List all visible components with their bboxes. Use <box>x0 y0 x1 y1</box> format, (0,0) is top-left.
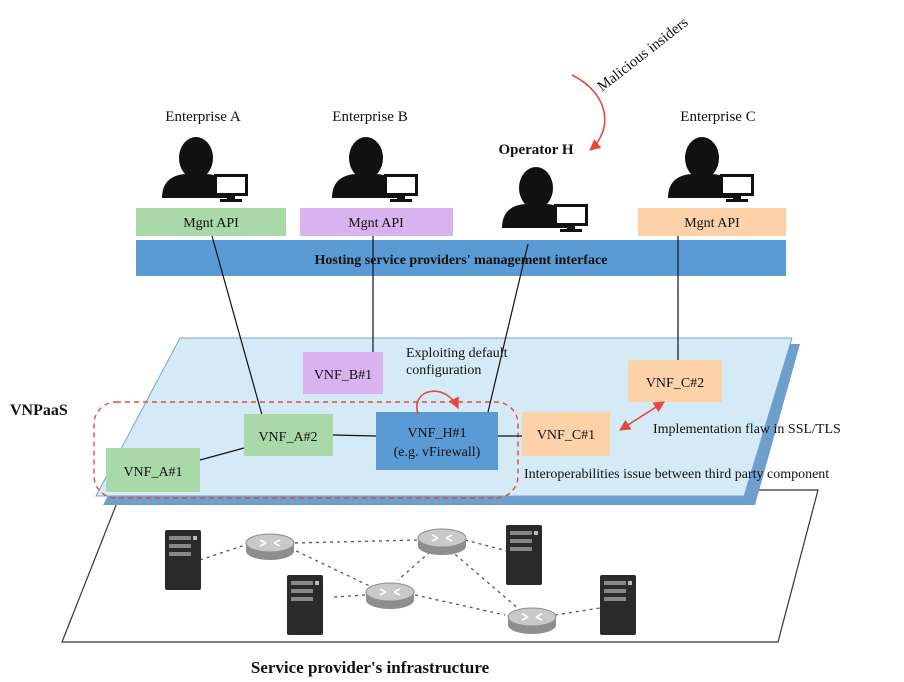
enterprise-c-user-icon <box>668 137 754 202</box>
server-icon <box>506 525 542 585</box>
vnf-a2-label: VNF_A#2 <box>258 430 317 445</box>
vnf-h1-sublabel: (e.g. vFirewall) <box>394 445 481 460</box>
server-icon <box>287 575 323 635</box>
exploit-annotation-line1: Exploiting default <box>406 346 508 361</box>
vnf-h1-label: VNF_H#1 <box>407 426 466 441</box>
ssl-flaw-annotation: Implementation flaw in SSL/TLS <box>653 422 841 437</box>
interop-annotation: Interoperabilities issue between third p… <box>524 467 829 482</box>
enterprise-b-user-icon <box>332 137 418 202</box>
vnf-h1-box <box>376 412 498 470</box>
router-icon <box>507 607 557 635</box>
exploit-arrow <box>416 390 459 415</box>
enterprise-a-user-icon <box>162 137 248 202</box>
operator-h-label: Operator H <box>498 142 573 158</box>
api-box-a <box>136 208 286 236</box>
vnf-a1-box <box>106 448 200 492</box>
api-label-c: Mgnt API <box>684 216 740 231</box>
malicious-insiders-arrow <box>571 74 606 151</box>
exploit-annotation-line2: configuration <box>406 363 481 378</box>
router-icon <box>417 528 467 556</box>
vnf-c2-box <box>628 360 722 402</box>
enterprise-c-label: Enterprise C <box>680 109 755 125</box>
infrastructure-label: Service provider's infrastructure <box>251 658 490 677</box>
server-icon <box>600 575 636 635</box>
vnf-b1-label: VNF_B#1 <box>314 368 372 383</box>
api-box-b <box>300 208 453 236</box>
connector-lines <box>199 235 679 461</box>
vnf-a2-box <box>244 414 333 456</box>
router-icon <box>365 582 415 610</box>
malicious-insiders-label: Malicious insiders <box>595 14 692 95</box>
vnf-c2-label: VNF_C#2 <box>646 376 704 391</box>
vnf-b1-box <box>303 352 383 394</box>
router-icon <box>245 533 295 561</box>
enterprise-b-label: Enterprise B <box>332 109 407 125</box>
vnf-c1-box <box>522 412 610 456</box>
ssl-flaw-arrow <box>619 401 665 431</box>
api-label-b: Mgnt API <box>348 216 404 231</box>
vnpaas-group-outline <box>93 401 519 499</box>
api-box-c <box>638 208 786 236</box>
vnpaas-label: VNPaaS <box>10 402 68 419</box>
api-label-a: Mgnt API <box>183 216 239 231</box>
vnf-c1-label: VNF_C#1 <box>537 428 595 443</box>
management-interface-label: Hosting service providers' management in… <box>315 253 608 268</box>
server-icon <box>165 530 201 590</box>
vnf-a1-label: VNF_A#1 <box>123 465 182 480</box>
operator-h-user-icon <box>502 167 588 232</box>
enterprise-a-label: Enterprise A <box>165 109 241 125</box>
